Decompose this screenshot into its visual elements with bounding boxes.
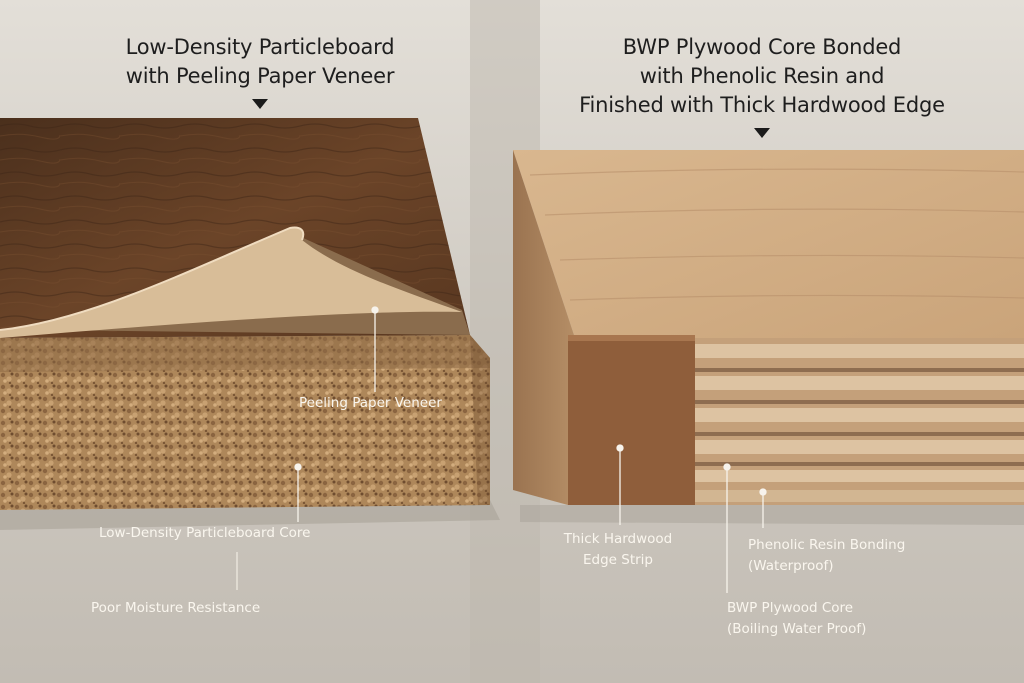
label-peeling-paper-veneer: Peeling Paper Veneer [299,395,442,411]
label-poor-moisture-resistance: Poor Moisture Resistance [91,600,261,616]
label-particleboard-core: Low-Density Particleboard Core [99,525,311,541]
left-title-line-1: Low-Density Particleboard [125,35,395,59]
plywood-plies [695,338,1024,505]
label-phenolic-line-2: (Waterproof) [748,558,834,574]
label-bwp-line-2: (Boiling Water Proof) [727,621,867,637]
right-title-line-2: with Phenolic Resin and [639,64,885,88]
label-hardwood-edge-strip: Thick Hardwood Edge Strip [548,529,688,571]
callout-pointers [236,306,767,593]
right-panel-title: BWP Plywood Core Bonded with Phenolic Re… [560,33,964,120]
left-title-line-2: with Peeling Paper Veneer [125,64,395,88]
label-bwp-line-1: BWP Plywood Core [727,600,854,616]
right-title-pointer-icon [754,128,770,138]
label-hardwood-edge-line-1: Thick Hardwood [563,531,673,547]
label-phenolic-line-1: Phenolic Resin Bonding [748,537,906,553]
particleboard-core-face [0,335,490,510]
plywood-sample [513,150,1024,525]
peeling-paper-flap [0,227,462,338]
plywood-top-surface [513,150,1024,338]
left-panel-title: Low-Density Particleboard with Peeling P… [100,33,420,91]
particleboard-sample [0,118,500,530]
label-bwp-plywood-core: BWP Plywood Core (Boiling Water Proof) [727,598,866,640]
hardwood-edge-strip [568,335,695,505]
plywood-side-face [513,150,575,505]
left-title-pointer-icon [252,99,268,109]
label-phenolic-resin-bonding: Phenolic Resin Bonding (Waterproof) [748,535,905,577]
label-hardwood-edge-line-2: Edge Strip [583,552,653,568]
right-title-line-1: BWP Plywood Core Bonded [622,35,902,59]
right-title-line-3: Finished with Thick Hardwood Edge [579,93,945,117]
